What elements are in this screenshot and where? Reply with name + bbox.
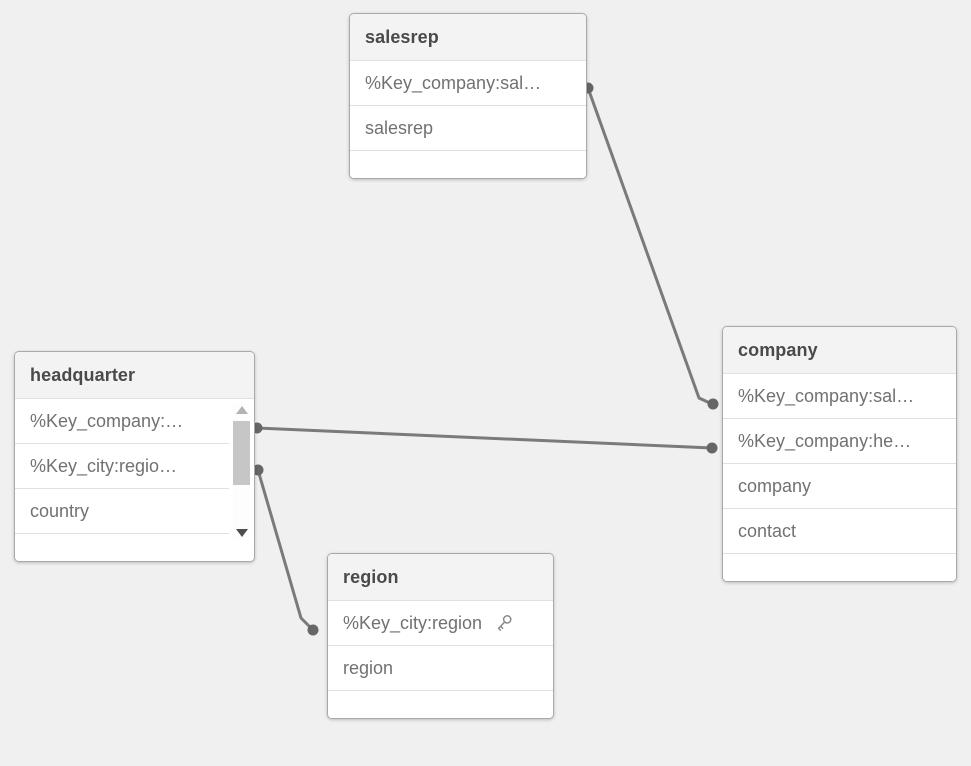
empty-row (723, 554, 956, 581)
table-header-region[interactable]: region (328, 554, 553, 601)
field-label: %Key_company:… (30, 410, 184, 431)
field-label: region (343, 657, 394, 678)
table-header-headquarter[interactable]: headquarter (15, 352, 254, 399)
table-company[interactable]: company %Key_company:sal… %Key_company:he…… (722, 326, 957, 582)
field-row-company-2[interactable]: company (723, 464, 956, 509)
table-salesrep[interactable]: salesrep %Key_company:sal… salesrep (349, 13, 587, 179)
empty-row (15, 534, 254, 561)
field-label: %Key_city:regio… (30, 455, 178, 476)
scrollbar-headquarter[interactable] (233, 403, 250, 541)
table-title: headquarter (30, 365, 136, 385)
key-icon (497, 615, 512, 631)
scroll-up-arrow[interactable] (235, 406, 248, 414)
empty-row (350, 151, 586, 178)
field-label: %Key_company:sal… (365, 72, 542, 93)
field-label: %Key_company:he… (738, 430, 912, 451)
scroll-down-arrow[interactable] (235, 529, 248, 537)
table-headquarter[interactable]: headquarter %Key_company:… %Key_city:regio… (14, 351, 255, 562)
field-row-salesrep-0[interactable]: %Key_company:sal… (350, 61, 586, 106)
field-label: %Key_company:sal… (738, 385, 915, 406)
field-label: country (30, 500, 90, 521)
table-header-salesrep[interactable]: salesrep (350, 14, 586, 61)
field-row-company-0[interactable]: %Key_company:sal… (723, 374, 956, 419)
field-row-company-1[interactable]: %Key_company:he… (723, 419, 956, 464)
field-row-headquarter-1[interactable]: %Key_city:regio… (15, 444, 229, 489)
field-row-headquarter-0[interactable]: %Key_company:… (15, 399, 229, 444)
table-rows-salesrep: %Key_company:sal… salesrep (350, 61, 586, 178)
field-row-region-0[interactable]: %Key_city:region (328, 601, 553, 646)
field-label: company (738, 475, 812, 496)
table-rows-headquarter: %Key_company:… %Key_city:regio…country (15, 399, 254, 561)
field-row-headquarter-2[interactable]: country (15, 489, 229, 534)
field-label: salesrep (365, 117, 434, 138)
table-title: company (738, 340, 818, 360)
table-title: salesrep (365, 27, 439, 47)
field-row-region-1[interactable]: region (328, 646, 553, 691)
table-title: region (343, 567, 399, 587)
table-rows-company: %Key_company:sal… %Key_company:he…company… (723, 374, 956, 581)
field-row-salesrep-1[interactable]: salesrep (350, 106, 586, 151)
table-header-company[interactable]: company (723, 327, 956, 374)
scroll-thumb[interactable] (233, 421, 250, 485)
empty-row (328, 691, 553, 718)
field-label: %Key_city:region (343, 612, 483, 633)
field-label: contact (738, 520, 797, 541)
field-row-company-3[interactable]: contact (723, 509, 956, 554)
